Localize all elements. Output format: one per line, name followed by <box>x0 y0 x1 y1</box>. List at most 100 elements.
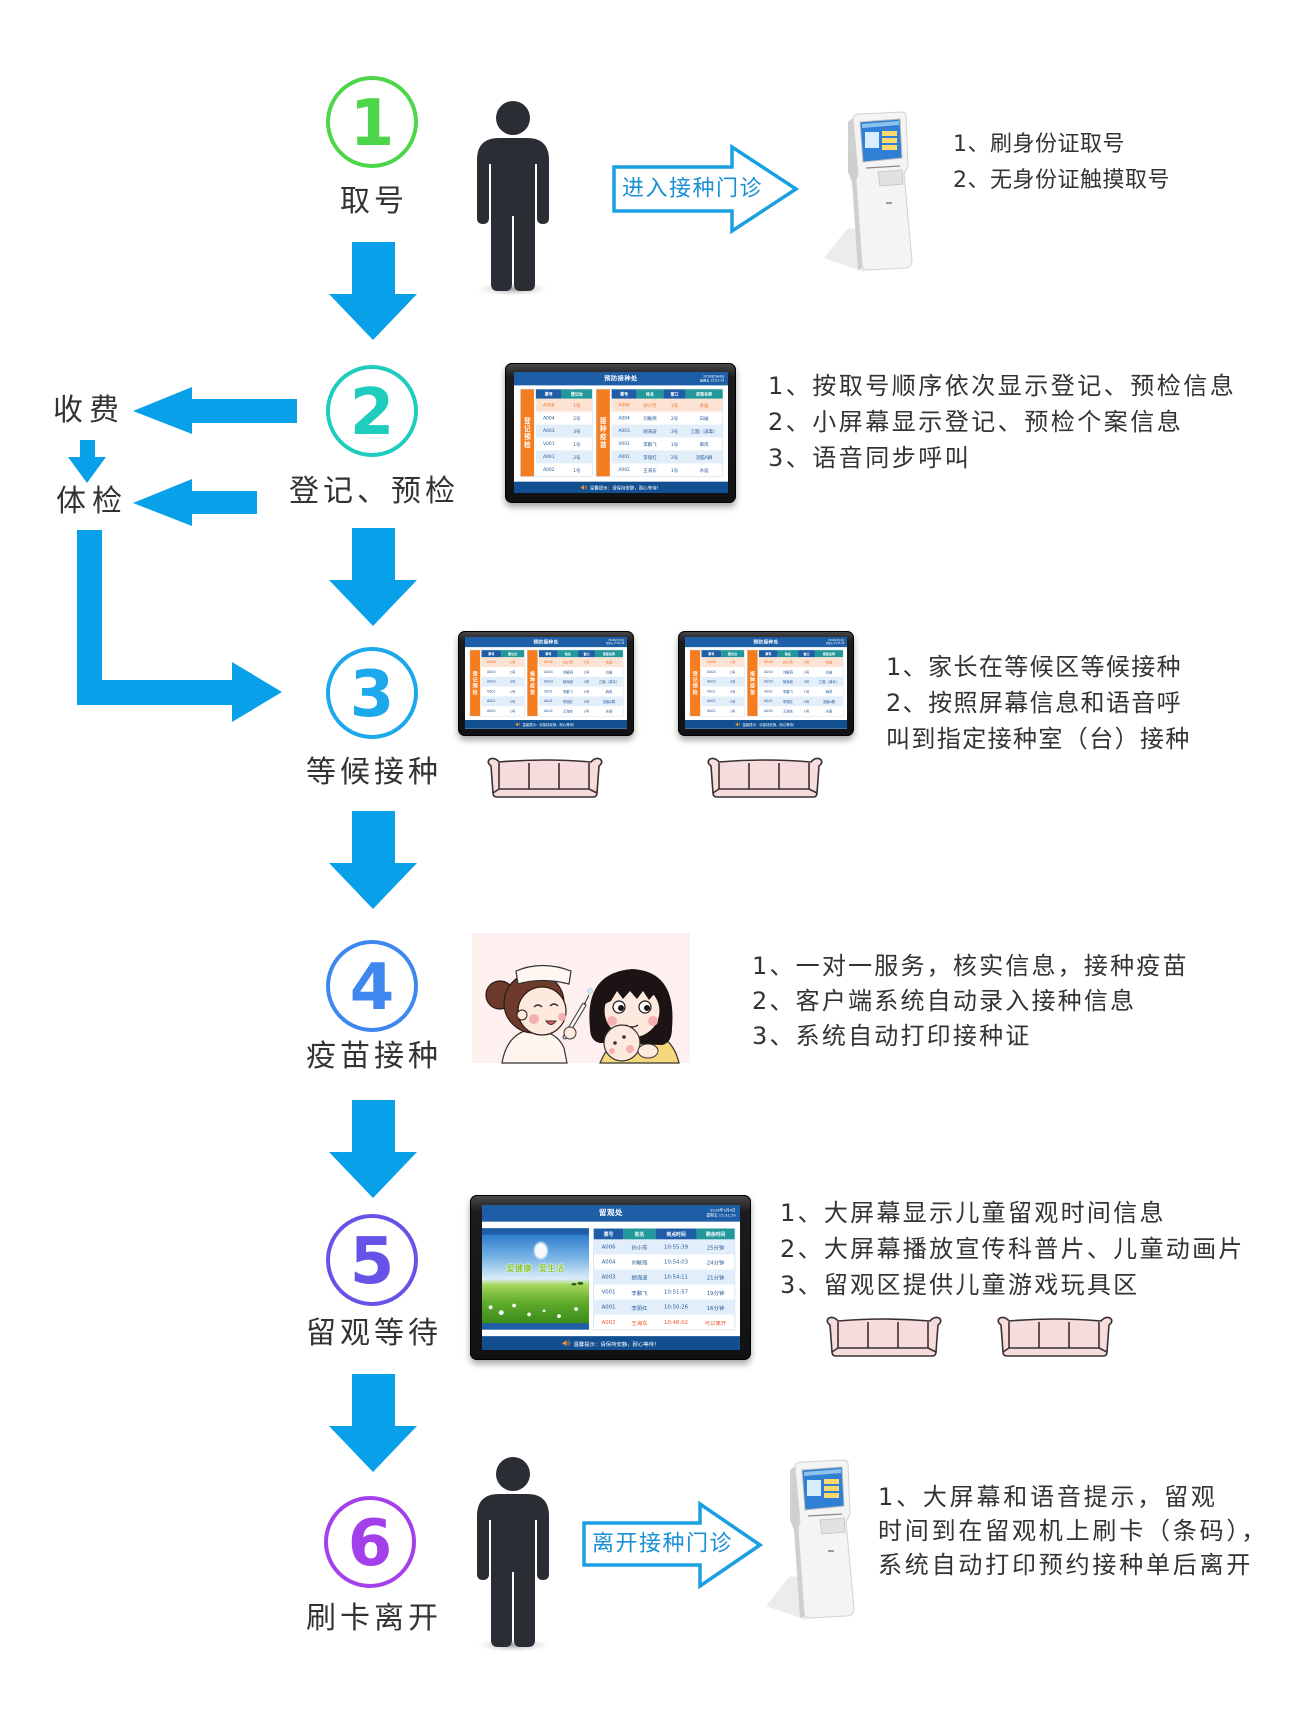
table-cell: 可以离开 <box>704 1320 727 1327</box>
table-cell: 10:55:39 <box>655 1239 697 1255</box>
step-circle <box>326 940 418 1032</box>
column-header: 窗口 <box>663 389 686 399</box>
table-cell: 1号 <box>573 468 581 474</box>
table-cell: A003 <box>758 676 778 687</box>
table-cell: A001 <box>535 450 562 464</box>
kiosk-card-reader <box>819 1517 846 1535</box>
table-cell: 孙小芳 <box>557 657 579 668</box>
table-cell: A003 <box>593 1269 624 1285</box>
table-cell: 胡海波 <box>777 676 799 687</box>
description-line: 叫到指定接种室（台）接种 <box>886 725 1191 753</box>
description-line: 1、刷身份证取号 <box>953 132 1125 157</box>
down-arrow-5-to-6 <box>329 1374 417 1472</box>
column-header: 姓名 <box>557 650 579 658</box>
table-cell: 乙脑（减毒） <box>685 424 723 438</box>
step-circle <box>326 365 418 457</box>
person-shadow <box>477 282 549 296</box>
description-line: 时间到在留观机上刷卡（条码）， <box>878 1517 1268 1545</box>
screen-date: 2018年5月4日 <box>703 374 725 379</box>
table-cell: 水痘 <box>814 657 843 668</box>
table-cell: 流脑A群 <box>685 450 723 464</box>
table-cell: 白破 <box>605 670 613 675</box>
table-cell: 刘敏燕 <box>631 1260 648 1267</box>
waiting-area-monitor-2: 预防接种处 2018年5月4日 星期五 15:01:24 登记预检 票号登记台 … <box>678 631 854 736</box>
step-circle <box>326 647 418 739</box>
table-cell: A002 <box>543 709 553 713</box>
elbow-arrow-exam-to-waiting <box>77 530 282 722</box>
table-cell: A006 <box>538 657 558 668</box>
table-cell: A004 <box>542 415 555 421</box>
promo-video-panel: 爱健康 爱生活 <box>482 1228 589 1330</box>
screen-datetime: 2018年5月4日 星期五 15:01:24 <box>700 375 724 383</box>
monitor-screen: 预防接种处 2018年5月4日 星期五 15:01:24 登记预检 票号登记台 … <box>514 372 728 493</box>
enter-clinic-label: 进入接种门诊 <box>622 177 763 202</box>
table-cell: 25分钟 <box>696 1239 735 1255</box>
sofa-frame <box>707 757 823 798</box>
table-cell: 水痘 <box>685 398 723 412</box>
table-cell: 1号 <box>509 690 516 695</box>
table-cell: A004 <box>543 670 553 674</box>
table-cell: A006 <box>758 657 778 668</box>
table-cell: 孙小芳 <box>777 657 799 668</box>
kiosk-logo <box>828 1550 834 1552</box>
footer-notice: 温馨提示：请保持安静，耐心等待！ <box>742 723 797 727</box>
table-cell: 李鹏飞 <box>631 1290 648 1297</box>
description-line: 2、按照屏幕信息和语音呼 <box>886 689 1183 717</box>
column-header: 票号 <box>481 650 502 658</box>
sofa-frame <box>487 757 603 798</box>
table-cell: A006 <box>481 657 502 668</box>
sofa-icon <box>707 757 823 798</box>
promo-banner-text: 爱健康 爱生活 <box>506 1263 565 1274</box>
screen-time: 星期五 15:01:24 <box>605 642 625 645</box>
table-header-row: 票号姓名到点时间剩余时间 <box>593 1228 735 1240</box>
step-label-take-number: 取号 <box>340 184 408 219</box>
table-cell: A006 <box>701 657 722 668</box>
table-cell: V001 <box>618 441 630 447</box>
table-cell: 流脑A群 <box>594 696 623 707</box>
step-circle <box>326 1214 418 1306</box>
vaccination-panel-label: 接种疫苗 <box>596 389 610 477</box>
step-circle <box>324 1496 416 1588</box>
table-cell: 王海东 <box>562 709 573 714</box>
step-number: 6 <box>348 1507 393 1581</box>
table-cell: 2号 <box>573 416 581 422</box>
column-header: 票号 <box>535 389 562 399</box>
column-header: 窗口 <box>578 650 595 658</box>
step-label-observation: 留观等待 <box>306 1316 442 1351</box>
screen-header: 预防接种处 2018年5月4日 星期五 15:01:24 <box>514 372 728 386</box>
leave-clinic-arrow <box>582 1500 764 1590</box>
step-badge-2: 2 <box>326 365 418 457</box>
person-icon <box>477 101 549 296</box>
branch-label-fee: 收费 <box>53 393 125 428</box>
table-cell: 1号 <box>583 690 590 695</box>
kiosk-logo <box>886 202 892 204</box>
screen-date: 2018年5月4日 <box>828 639 845 642</box>
nurse-figure <box>485 964 593 1064</box>
person-icon <box>477 1457 549 1652</box>
mother-figure <box>589 969 680 1064</box>
table-cell: V001 <box>601 1289 616 1296</box>
table-cell: A002 <box>763 709 773 713</box>
down-arrow-1-to-2 <box>329 242 417 340</box>
sofa-icon <box>826 1316 942 1357</box>
table-header-row: 票号登记台 <box>535 389 593 399</box>
table-cell: 2号 <box>670 416 679 422</box>
table-cell: 1号 <box>670 468 679 474</box>
screen-title: 预防接种处 <box>753 639 779 645</box>
